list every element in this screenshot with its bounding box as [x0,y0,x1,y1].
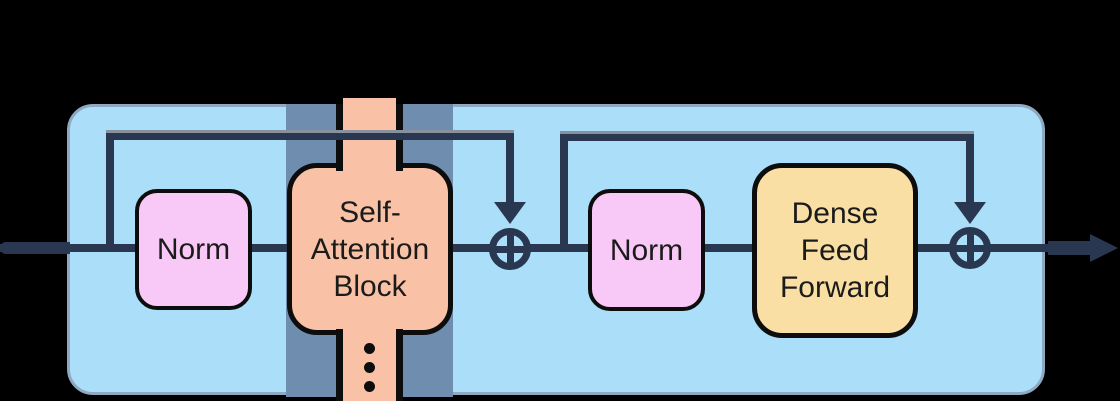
input-line [0,242,70,254]
continuation-dot [364,343,375,354]
circled-plus-icon [489,228,531,270]
dff-label-line1: Dense [791,197,879,230]
output-arrow-stem [1048,241,1092,255]
self-attention-label-line2: Attention [310,232,430,266]
circled-plus-icon [949,227,991,269]
residual-line-2 [560,131,974,141]
residual-line-1 [106,130,514,140]
attention-stem-join [336,158,403,171]
plus-vertical-bar [966,232,974,264]
right-arrow-icon [1090,234,1118,262]
residual-line-2-left [560,134,568,252]
dff-label-line2: Feed [800,234,870,267]
norm-block-1: Norm [135,189,252,310]
residual-line-1-right [506,133,514,203]
self-attention-label-line3: Block [333,269,407,303]
self-attention-block: Self- Attention Block [287,163,453,335]
continuation-dot [364,362,375,373]
norm-block-1-label: Norm [156,233,231,266]
dense-feed-forward-block: Dense Feed Forward [752,163,918,338]
self-attention-label-line1: Self- [339,195,401,229]
dff-label-line3: Forward [779,271,891,304]
continuation-dot [364,381,375,392]
down-arrow-icon [954,202,986,224]
norm-block-2-label: Norm [609,233,684,267]
residual-line-1-left [106,133,114,252]
residual-line-2-right [966,134,974,204]
attention-stem-top-cap [343,98,396,108]
plus-vertical-bar [506,233,514,265]
down-arrow-icon [494,202,526,224]
norm-block-2: Norm [588,189,705,311]
